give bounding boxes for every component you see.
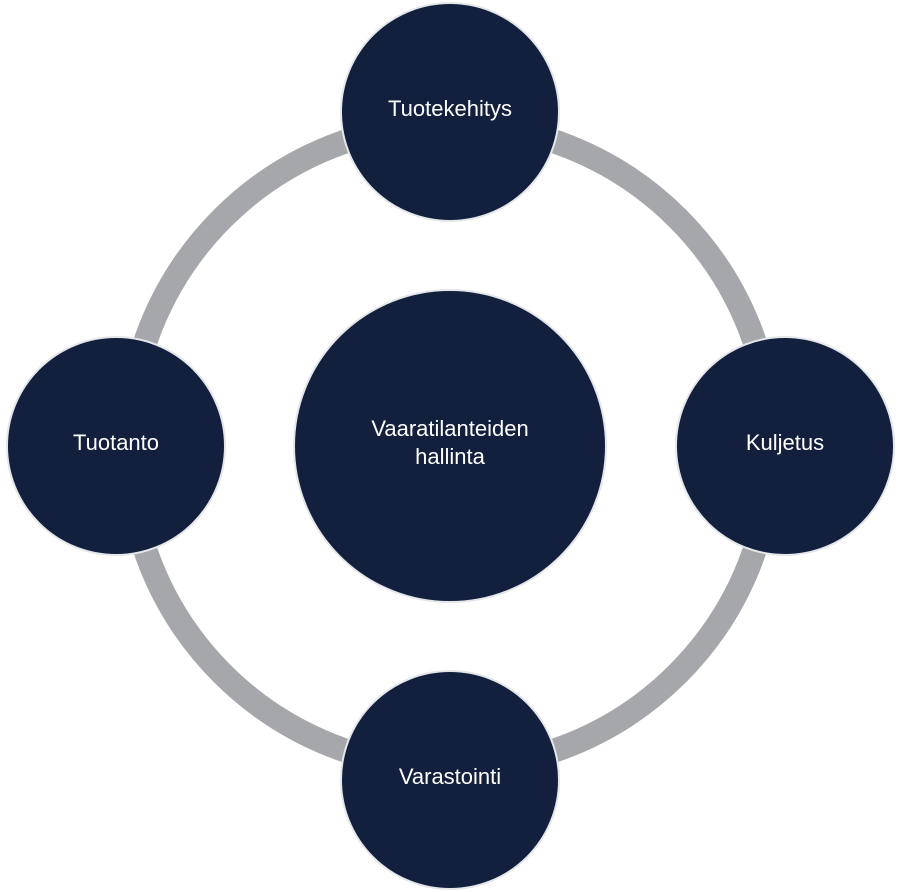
center-label-line1: Vaaratilanteiden xyxy=(371,416,529,441)
node-label: Kuljetus xyxy=(745,430,825,455)
node-label: Tuotanto xyxy=(72,430,160,455)
center-node: Vaaratilanteiden hallinta xyxy=(293,289,607,603)
center-label: Vaaratilanteiden hallinta xyxy=(371,415,528,471)
node-tuotekehitys: Tuotekehitys xyxy=(340,2,560,222)
node-varastointi: Varastointi xyxy=(340,670,560,890)
node-tuotanto: Tuotanto xyxy=(6,336,226,556)
node-label: Varastointi xyxy=(398,764,502,789)
center-label-line2: hallinta xyxy=(415,444,485,469)
node-label: Tuotekehitys xyxy=(388,96,512,121)
node-kuljetus: Kuljetus xyxy=(675,336,895,556)
